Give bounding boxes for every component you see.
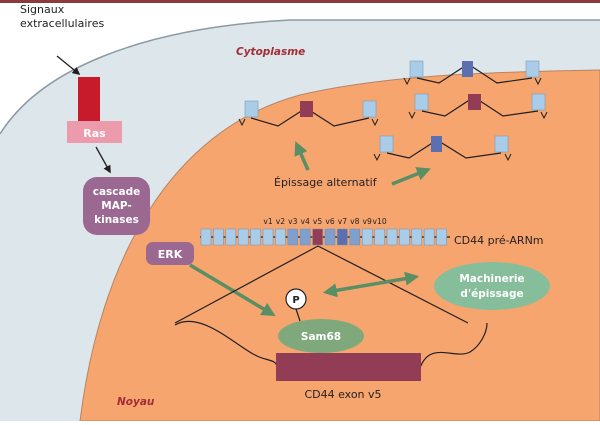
constant-exon xyxy=(237,228,249,246)
mapk-label-line1: cascade xyxy=(93,186,141,198)
sam68-machinery-arrow xyxy=(322,271,420,298)
constant-exon xyxy=(200,228,212,246)
variant-exon-v3 xyxy=(287,228,299,246)
constant-exon xyxy=(213,228,224,246)
sam68-label: Sam68 xyxy=(301,331,341,343)
isoform-1 xyxy=(238,100,379,127)
variant-exon-label-v7: v7 xyxy=(338,217,347,226)
variant-exon-v5 xyxy=(312,228,323,246)
machinery-label-line2: d'épissage xyxy=(460,288,523,300)
variant-exon-v10 xyxy=(374,228,385,246)
pre-mrna-exon-row xyxy=(200,228,450,246)
variant-exon-label-v10: v10 xyxy=(373,217,387,226)
zoom-line-left xyxy=(174,245,319,324)
alt-splicing-label: Épissage alternatif xyxy=(274,176,378,189)
signal-arrow xyxy=(56,55,81,75)
variant-exon-label-v3: v3 xyxy=(288,217,297,226)
intron-left xyxy=(174,320,279,369)
constant-exon xyxy=(386,228,398,246)
machinery-label-line1: Machinerie xyxy=(459,273,524,285)
variant-exon-v1 xyxy=(262,228,274,246)
variant-exon-v4 xyxy=(299,228,311,246)
cytoplasm-label: Cytoplasme xyxy=(236,46,305,58)
constant-exon xyxy=(423,228,435,246)
constant-exon xyxy=(436,228,447,246)
variant-exon-label-v6: v6 xyxy=(325,217,334,226)
variant-exon-v6 xyxy=(324,228,336,246)
signals-label-line2: extracellulaires xyxy=(20,17,104,30)
isoform-4 xyxy=(373,135,512,162)
nucleus-label: Noyau xyxy=(117,396,155,408)
constant-exon xyxy=(225,228,237,246)
mapk-label-line2: MAP- xyxy=(101,200,131,212)
variant-exon-v7 xyxy=(337,228,348,246)
signals-label-line1: Signaux xyxy=(20,3,65,16)
variant-exon-label-v5: v5 xyxy=(313,217,322,226)
erk-box xyxy=(146,242,194,265)
variant-exon-v2 xyxy=(275,228,286,246)
top-border xyxy=(0,0,600,3)
variant-exon-label-v2: v2 xyxy=(276,217,285,226)
receptor xyxy=(78,77,100,122)
variant-exon-label-v9: v9 xyxy=(363,217,372,226)
pre-mrna-label: CD44 pré-ARNm xyxy=(454,234,544,247)
exon-v5-label: CD44 exon v5 xyxy=(304,388,381,401)
phosphate-link xyxy=(295,308,301,322)
alt-splicing-arrow-left xyxy=(294,141,310,171)
variant-exon-label-v1: v1 xyxy=(263,217,272,226)
variant-exon-label-v8: v8 xyxy=(350,217,359,226)
constant-exon xyxy=(250,228,261,246)
ras-label: Ras xyxy=(83,127,106,140)
isoform-3 xyxy=(408,93,548,120)
intron-right xyxy=(419,322,488,369)
plasma-membrane xyxy=(0,19,600,135)
constant-exon xyxy=(399,228,410,246)
sam68 xyxy=(278,319,364,353)
phosphate-label: P xyxy=(292,295,299,306)
exon-v5-box xyxy=(276,353,421,381)
alt-splicing-arrow-right xyxy=(391,167,431,186)
splicing-machinery xyxy=(434,262,550,310)
ras-to-cascade-arrow xyxy=(95,146,111,174)
ras-box xyxy=(67,121,122,143)
variant-exon-v9 xyxy=(361,228,373,246)
variant-exon-v8 xyxy=(349,228,361,246)
mapk-cascade-box xyxy=(83,177,150,235)
isoform-2 xyxy=(403,60,542,86)
constant-exon xyxy=(411,228,423,246)
erk-label: ERK xyxy=(158,248,183,261)
variant-exon-label-v4: v4 xyxy=(301,217,310,226)
erk-to-sam68-arrow xyxy=(189,263,276,317)
mapk-label-line3: kinases xyxy=(94,214,139,226)
